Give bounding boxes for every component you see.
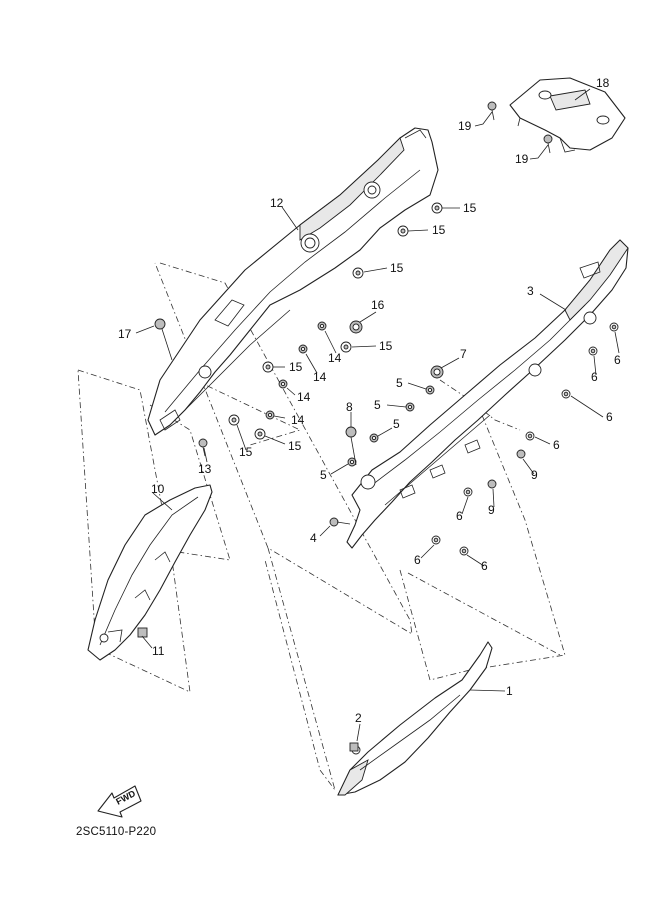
callout-16: 16	[371, 298, 385, 312]
callout-9b: 9	[488, 503, 495, 517]
callout-15e: 15	[289, 360, 303, 374]
grommet-7-icon	[430, 365, 444, 379]
callout-6f: 6	[414, 553, 421, 567]
clip-6a-icon	[609, 322, 619, 332]
clip-2-icon	[349, 742, 359, 752]
clip-6c-icon	[561, 389, 571, 399]
callout-15c: 15	[390, 261, 404, 275]
callout-7: 7	[460, 347, 467, 361]
diagram-code: 2SC5110-P220	[76, 826, 157, 838]
callout-6a: 6	[614, 353, 621, 367]
callout-6d: 6	[553, 438, 560, 452]
hardware	[137, 101, 619, 752]
callout-19a: 19	[458, 119, 472, 133]
part-3-side-cover	[346, 239, 629, 549]
bolt-15a-icon	[431, 202, 443, 214]
clip-6f-icon	[431, 535, 441, 545]
callout-17: 17	[118, 327, 132, 341]
callout-18: 18	[596, 76, 610, 90]
callout-19b: 19	[515, 152, 529, 166]
washer-5a-icon	[425, 385, 435, 395]
callout-6b: 6	[591, 370, 598, 384]
bolt-19b-icon	[543, 134, 553, 154]
washer-14a-icon	[317, 321, 327, 331]
callout-9a: 9	[531, 468, 538, 482]
callout-15a: 15	[463, 201, 477, 215]
part-10-front-panel	[87, 484, 213, 661]
screw-9a-icon	[516, 449, 526, 459]
callout-14d: 14	[291, 413, 305, 427]
washer-14c-icon	[278, 379, 288, 389]
callout-6g: 6	[481, 559, 488, 573]
clip-6e-icon	[463, 487, 473, 497]
callout-13: 13	[198, 462, 212, 476]
part-18-bracket	[509, 77, 626, 153]
callout-14b: 14	[313, 370, 327, 384]
washer-5b-icon	[405, 402, 415, 412]
bolt-15e-icon	[262, 361, 274, 373]
washer-14b-icon	[298, 344, 308, 354]
callout-5c: 5	[393, 417, 400, 431]
screw-9b-icon	[487, 479, 497, 489]
callout-1: 1	[506, 684, 513, 698]
callout-5a: 5	[396, 376, 403, 390]
leader-lines	[135, 88, 620, 742]
callout-5b: 5	[374, 398, 381, 412]
fwd-arrow-icon: FWD	[97, 785, 142, 818]
clip-6g-icon	[459, 546, 469, 556]
callout-15f: 15	[288, 439, 302, 453]
callout-10: 10	[151, 482, 165, 496]
bolt-19a-icon	[487, 101, 497, 121]
screw-17-icon	[154, 318, 173, 361]
callout-14a: 14	[328, 351, 342, 365]
clip-6d-icon	[525, 431, 535, 441]
callout-2: 2	[355, 711, 362, 725]
part-1-lower-cover	[337, 641, 493, 796]
bolt-15b-icon	[397, 225, 409, 237]
callout-12: 12	[270, 196, 284, 210]
callout-15b: 15	[432, 223, 446, 237]
callout-4: 4	[310, 531, 317, 545]
callout-8: 8	[346, 400, 353, 414]
bolt-15f-icon	[228, 414, 240, 426]
callout-15d: 15	[379, 339, 393, 353]
callout-5d: 5	[320, 468, 327, 482]
clip-11-icon	[137, 627, 148, 638]
bolt-15c-icon	[352, 267, 364, 279]
clip-6b-icon	[588, 346, 598, 356]
callout-15g: 15	[239, 445, 253, 459]
callout-14c: 14	[297, 390, 311, 404]
screw-13-icon	[198, 438, 208, 457]
washer-14d-icon	[265, 410, 275, 420]
screw-4-icon	[329, 517, 351, 527]
callout-6e: 6	[456, 509, 463, 523]
bolt-15g-icon	[254, 428, 266, 440]
callout-labels: 18 19 19 15 15 15 12 16 15 14 14 14 15 1…	[118, 76, 621, 725]
washer-5d-icon	[347, 457, 357, 467]
nut-16-icon	[349, 320, 363, 334]
callout-3: 3	[527, 284, 534, 298]
bolt-15d-icon	[340, 341, 352, 353]
callout-6c: 6	[606, 410, 613, 424]
callout-11: 11	[152, 644, 165, 658]
assembly-guide-lines	[77, 262, 566, 791]
part-12-inner-cover	[147, 127, 439, 436]
washer-5c-icon	[369, 433, 379, 443]
